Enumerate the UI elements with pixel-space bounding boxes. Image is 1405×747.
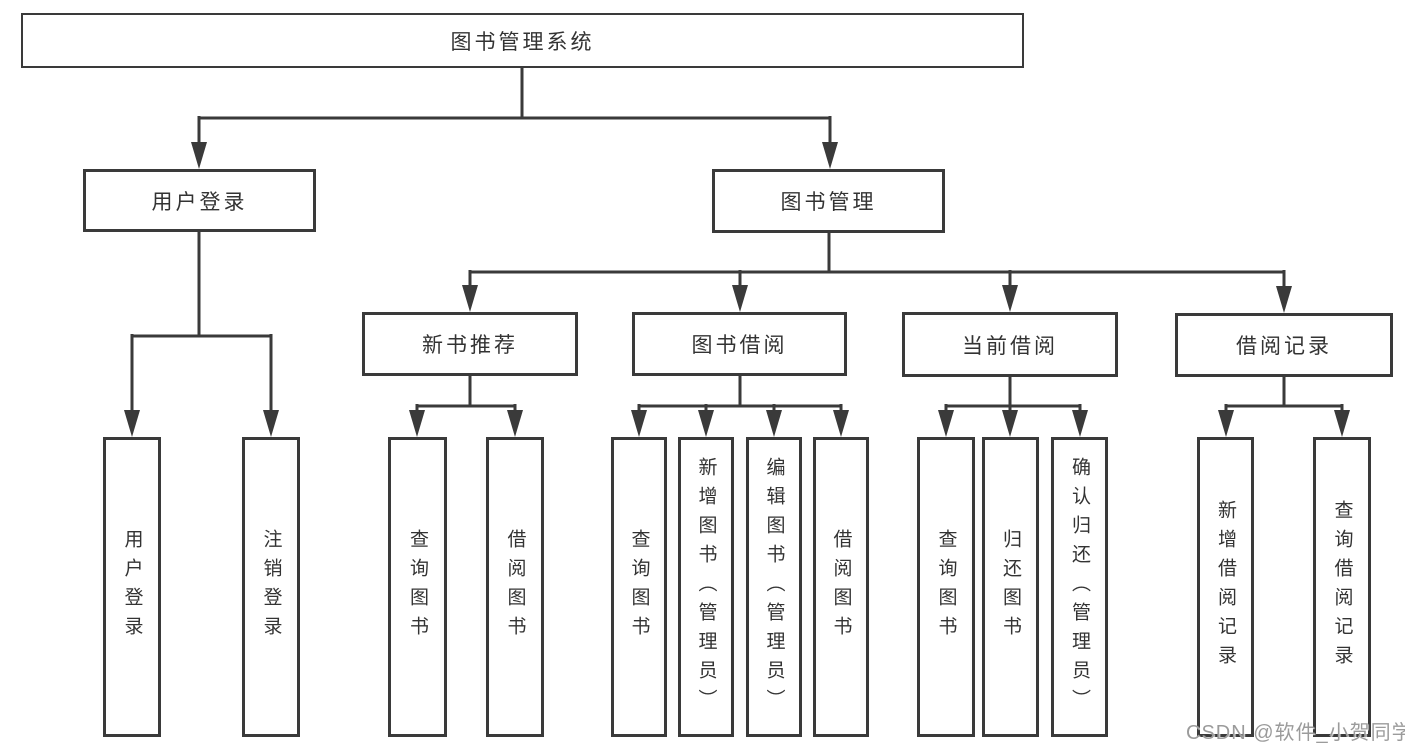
node-label: 新增借阅记录 (1215, 500, 1236, 674)
node-label: 注销登录 (260, 529, 282, 645)
leaf-borrow-books-recommend: 借阅图书 (486, 437, 544, 737)
node-label: 确认归还（管理员） (1069, 456, 1090, 718)
node-label: 图书管理 (780, 191, 877, 214)
node-label: 新书推荐 (422, 334, 518, 357)
node-label: 用户登录 (151, 190, 248, 214)
node-label: 当前借阅 (962, 334, 1058, 358)
node-current-borrow: 当前借阅 (902, 312, 1118, 377)
connector-book-borrow-children (631, 376, 849, 437)
connector-root-to-level2 (191, 68, 838, 169)
node-new-book-recommend: 新书推荐 (362, 312, 578, 376)
node-label: 用户登录 (121, 529, 143, 645)
node-label: 借阅图书 (504, 529, 526, 645)
node-library-management-system: 图书管理系统 (21, 13, 1024, 68)
connector-new-book-recommend-children (409, 376, 523, 437)
leaf-logout: 注销登录 (242, 437, 300, 737)
leaf-add-borrow-record: 新增借阅记录 (1197, 437, 1254, 737)
leaf-search-books-recommend: 查询图书 (388, 437, 447, 737)
connector-user-login-children (124, 232, 279, 437)
leaf-borrow-books: 借阅图书 (813, 437, 869, 737)
leaf-add-books-admin: 新增图书（管理员） (678, 437, 734, 737)
csdn-watermark: CSDN @软件_小贺同学 (1186, 722, 1405, 744)
leaf-search-books-borrow: 查询图书 (611, 437, 667, 737)
node-book-management: 图书管理 (712, 169, 945, 233)
node-borrow-record: 借阅记录 (1175, 313, 1393, 377)
leaf-edit-books-admin: 编辑图书（管理员） (746, 437, 802, 737)
node-label: 借阅记录 (1236, 335, 1332, 358)
connector-book-management-children (462, 233, 1292, 313)
leaf-search-books-current: 查询图书 (917, 437, 975, 737)
node-label: 图书管理系统 (450, 30, 595, 54)
node-label: 归还图书 (1000, 529, 1021, 645)
connector-current-borrow-children (938, 377, 1088, 437)
node-book-borrow: 图书借阅 (632, 312, 847, 376)
node-label: 图书借阅 (691, 334, 788, 357)
node-user-login: 用户登录 (83, 169, 316, 232)
leaf-user-login: 用户登录 (103, 437, 161, 737)
node-label: 新增图书（管理员） (695, 456, 717, 718)
leaf-search-borrow-record: 查询借阅记录 (1313, 437, 1371, 737)
node-label: 查询图书 (935, 529, 957, 645)
node-label: 编辑图书（管理员） (763, 456, 785, 718)
node-label: 查询图书 (407, 529, 428, 645)
leaf-return-books: 归还图书 (982, 437, 1039, 737)
node-label: 查询借阅记录 (1331, 500, 1353, 674)
connector-borrow-record-children (1218, 377, 1350, 437)
node-label: 借阅图书 (830, 529, 852, 645)
leaf-confirm-return-admin: 确认归还（管理员） (1051, 437, 1108, 737)
node-label: 查询图书 (628, 529, 650, 645)
